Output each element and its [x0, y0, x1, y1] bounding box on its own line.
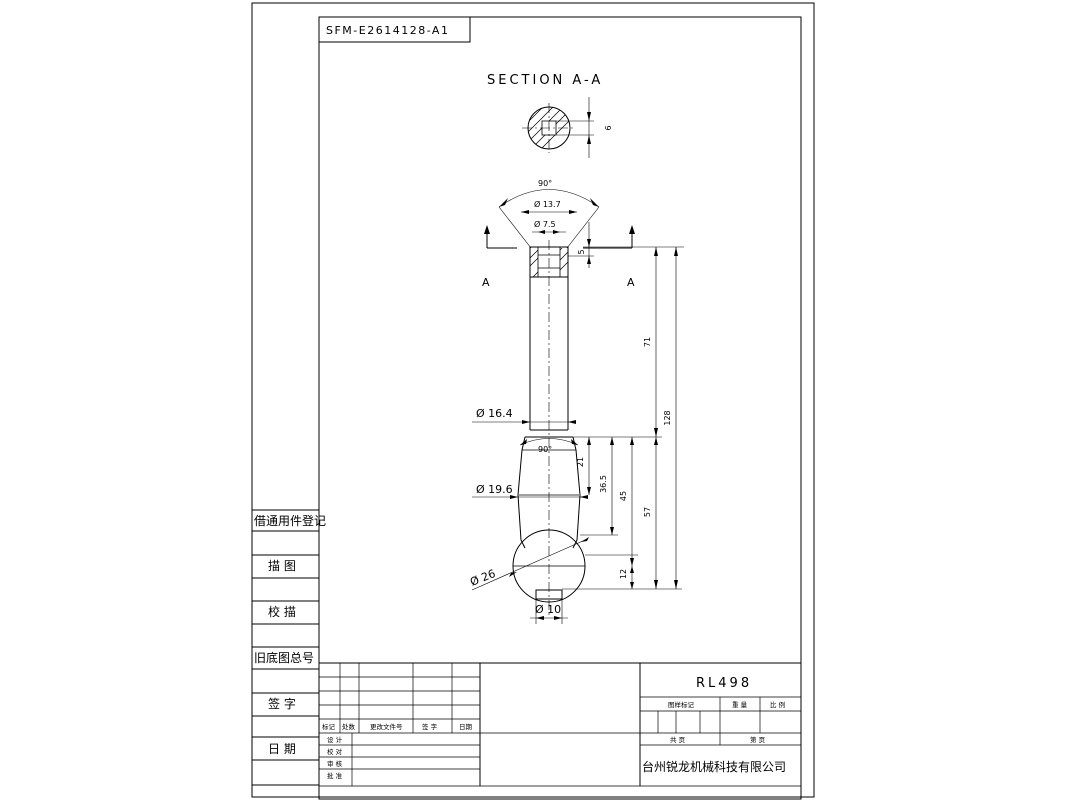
- inner-frame: [318, 16, 802, 800]
- dim-diameter-13-7: Ø 13.7: [521, 199, 577, 214]
- svg-text:Ø 19.6: Ø 19.6: [476, 483, 513, 496]
- svg-text:36.5: 36.5: [599, 475, 608, 493]
- dim-diameter-16-4: Ø 16.4: [472, 407, 576, 424]
- svg-text:Ø 13.7: Ø 13.7: [534, 199, 561, 209]
- label-register: 借通用件登记: [254, 513, 326, 528]
- svg-text:71: 71: [643, 337, 652, 347]
- svg-text:57: 57: [643, 507, 652, 517]
- svg-text:5: 5: [577, 249, 586, 254]
- section-marker-right: A: [583, 225, 635, 289]
- label-date: 日 期: [268, 742, 296, 756]
- label-sign: 签 字: [268, 696, 296, 711]
- svg-text:Ø 7.5: Ø 7.5: [534, 219, 556, 229]
- svg-text:90°: 90°: [538, 179, 552, 188]
- role-review: 审 核: [327, 759, 343, 768]
- rev-header-mark: 标记: [322, 722, 336, 731]
- role-proof: 校 对: [327, 747, 343, 756]
- left-margin-table: 借通用件登记 描 图 校 描 旧底图总号 签 字 日 期: [252, 509, 326, 786]
- section-title: SECTION A-A: [487, 73, 603, 88]
- label-scale: 比 例: [770, 700, 785, 709]
- svg-text:21: 21: [576, 457, 585, 467]
- role-design: 设 计: [327, 735, 343, 744]
- dim-length-36-5: 36.5: [599, 437, 614, 535]
- svg-text:Ø 16.4: Ø 16.4: [476, 407, 513, 420]
- title-block: 标记 处数 更改文件号 签 字 日期 设 计 校 对 审 核 批 准 RL498…: [319, 662, 801, 787]
- section-marker-left: A: [482, 225, 517, 289]
- label-draw: 描 图: [268, 559, 296, 573]
- drawing-number-box: [318, 16, 471, 43]
- drawing-number: SFM-E2614128-A1: [326, 24, 449, 37]
- dim-diameter-10: Ø 10: [530, 599, 568, 624]
- dim-diameter-7-5: Ø 7.5: [532, 219, 566, 234]
- part-code: RL498: [696, 676, 752, 691]
- svg-text:A: A: [627, 276, 635, 289]
- company-name: 台州锐龙机械科技有限公司: [642, 759, 786, 774]
- outer-border: [251, 2, 815, 798]
- part-main-view: [512, 240, 586, 615]
- label-old-base: 旧底图总号: [254, 650, 314, 665]
- svg-text:90°: 90°: [538, 445, 552, 454]
- label-stage: 图样标记: [668, 700, 695, 709]
- dim-section-width: 6: [604, 125, 613, 130]
- svg-text:A: A: [482, 276, 490, 289]
- dim-length-45: 45: [619, 437, 634, 566]
- dim-length-12: 12: [619, 566, 634, 589]
- rev-header-doc: 更改文件号: [370, 722, 403, 731]
- dim-angle-mid: 90°: [519, 438, 579, 454]
- rev-header-date: 日期: [459, 723, 473, 731]
- role-approve: 批 准: [327, 771, 343, 780]
- dim-length-128: 128: [663, 247, 678, 589]
- rev-header-sign: 签 字: [422, 722, 438, 731]
- svg-text:128: 128: [663, 410, 672, 425]
- label-check: 校 描: [268, 604, 296, 619]
- dim-length-57: 57: [643, 437, 658, 589]
- label-weight: 重 量: [732, 701, 748, 709]
- svg-text:45: 45: [619, 491, 628, 501]
- dim-diameter-19-6: Ø 19.6: [472, 483, 588, 499]
- dim-angle-top: 90°: [498, 179, 600, 249]
- label-total-sheets: 共 页: [670, 735, 686, 744]
- rev-header-count: 处数: [342, 722, 356, 731]
- dim-depth-5: 5: [568, 222, 594, 268]
- svg-text:12: 12: [619, 569, 628, 579]
- dim-length-21: 21: [576, 437, 591, 495]
- dim-length-71: 71: [643, 247, 658, 437]
- svg-text:Ø 10: Ø 10: [535, 603, 561, 616]
- dim-diameter-26: Ø 26: [468, 537, 589, 591]
- label-sheet-no: 第 页: [750, 735, 766, 744]
- section-view: 6: [522, 97, 613, 158]
